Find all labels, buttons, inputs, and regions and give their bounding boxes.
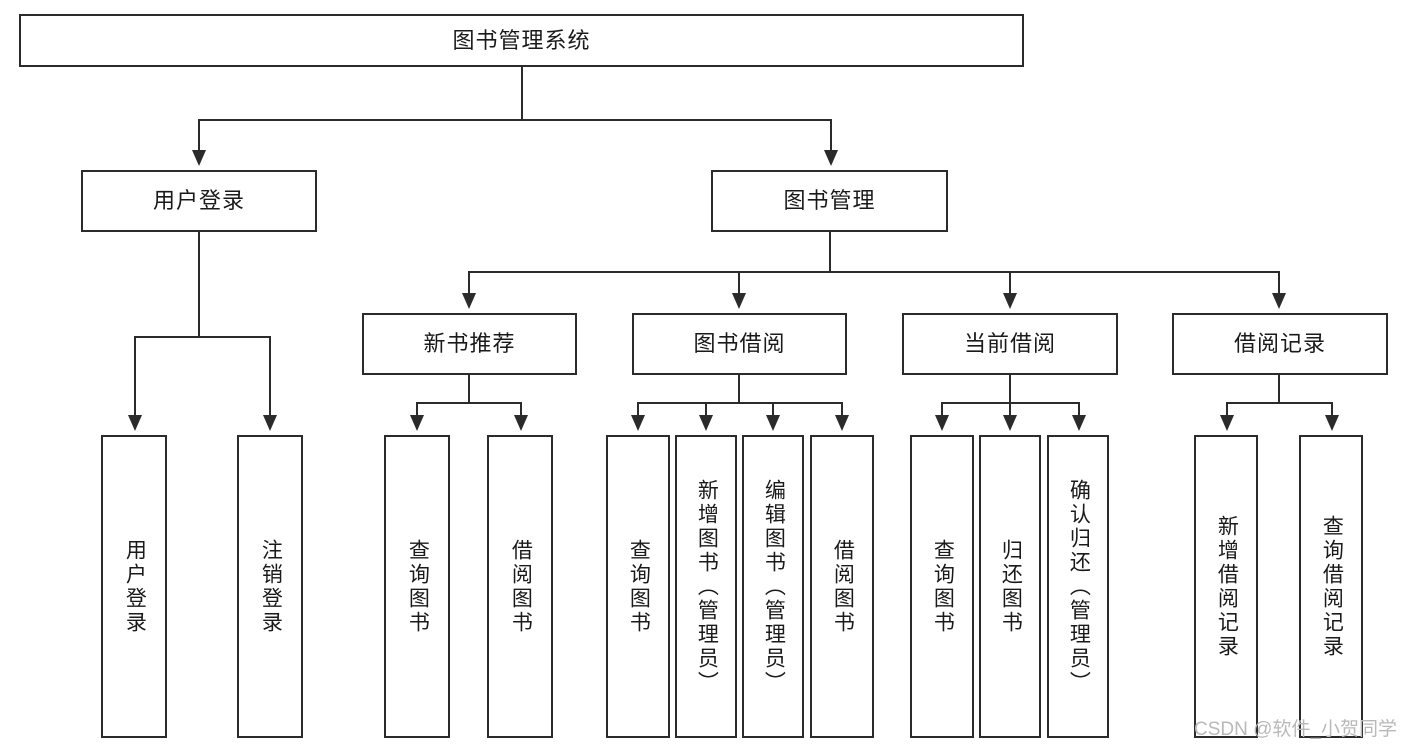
connector-to-borrow-record bbox=[1278, 271, 1280, 293]
node-label: 借阅记录 bbox=[1233, 331, 1326, 357]
connector-book-borrow-child-4 bbox=[841, 402, 843, 415]
leaf-label: 查询图书 bbox=[627, 538, 651, 635]
arrowhead-leaf-user-login bbox=[128, 415, 142, 431]
arrowhead-leaf-add-record bbox=[1220, 415, 1234, 431]
leaf-label: 编辑图书（管理员） bbox=[762, 478, 786, 695]
leaf-query-book-current[interactable]: 查询图书 bbox=[910, 435, 974, 738]
node-book-borrow[interactable]: 图书借阅 bbox=[632, 313, 847, 375]
leaf-label: 确认归还（管理员） bbox=[1067, 478, 1091, 695]
connector-borrow-record-child-1 bbox=[1226, 402, 1228, 415]
leaf-label: 用户登录 bbox=[123, 538, 147, 635]
arrowhead-book-borrow bbox=[732, 293, 746, 309]
arrowhead-leaf-edit-book bbox=[766, 415, 780, 431]
arrowhead-leaf-query-book-3 bbox=[935, 415, 949, 431]
connector-new-book-stem bbox=[468, 375, 470, 402]
leaf-user-login[interactable]: 用户登录 bbox=[101, 435, 167, 738]
node-label: 图书借阅 bbox=[693, 331, 786, 357]
connector-book-borrow-stem bbox=[738, 375, 740, 402]
leaf-query-book-recommend[interactable]: 查询图书 bbox=[384, 435, 450, 738]
node-book-management[interactable]: 图书管理 bbox=[711, 170, 948, 232]
arrowhead-leaf-logout bbox=[263, 415, 277, 431]
arrowhead-book-manage bbox=[824, 150, 838, 166]
arrowhead-leaf-add-book bbox=[699, 415, 713, 431]
csdn-watermark: CSDN @软件_小贺同学 bbox=[1194, 719, 1397, 740]
leaf-label: 查询图书 bbox=[931, 538, 955, 635]
connector-borrow-record-child-2 bbox=[1331, 402, 1333, 415]
connector-user-login-bus bbox=[134, 336, 271, 338]
node-borrow-record[interactable]: 借阅记录 bbox=[1172, 313, 1388, 375]
leaf-query-borrow-record[interactable]: 查询借阅记录 bbox=[1299, 435, 1363, 738]
leaf-label: 归还图书 bbox=[999, 538, 1023, 635]
node-new-book-recommend[interactable]: 新书推荐 bbox=[362, 313, 577, 375]
leaf-borrow-book[interactable]: 借阅图书 bbox=[810, 435, 874, 738]
connector-to-new-book bbox=[468, 271, 470, 293]
leaf-label: 查询图书 bbox=[406, 538, 430, 635]
connector-root-bus bbox=[198, 119, 832, 121]
arrowhead-borrow-record bbox=[1272, 293, 1286, 309]
node-label: 图书管理系统 bbox=[452, 27, 591, 53]
connector-new-book-bus bbox=[416, 402, 522, 404]
node-root-system[interactable]: 图书管理系统 bbox=[19, 14, 1024, 67]
arrowhead-leaf-query-book-1 bbox=[410, 415, 424, 431]
leaf-confirm-return-admin[interactable]: 确认归还（管理员） bbox=[1047, 435, 1109, 738]
arrowhead-leaf-return-book bbox=[1003, 415, 1017, 431]
leaf-return-book[interactable]: 归还图书 bbox=[979, 435, 1041, 738]
leaf-label: 新增图书（管理员） bbox=[695, 478, 719, 695]
arrowhead-new-book-recommend bbox=[462, 293, 476, 309]
leaf-label: 借阅图书 bbox=[509, 538, 533, 635]
arrowhead-leaf-borrow-book-2 bbox=[835, 415, 849, 431]
connector-current-borrow-child-3 bbox=[1078, 402, 1080, 415]
connector-root-stem bbox=[521, 67, 523, 119]
node-label: 用户登录 bbox=[152, 188, 245, 214]
arrowhead-user-login bbox=[192, 150, 206, 166]
connector-current-borrow-stem bbox=[1009, 375, 1011, 402]
connector-book-borrow-child-1 bbox=[637, 402, 639, 415]
connector-borrow-record-bus bbox=[1226, 402, 1333, 404]
node-label: 新书推荐 bbox=[423, 331, 516, 357]
node-label: 图书管理 bbox=[783, 188, 876, 214]
connector-to-current-borrow bbox=[1009, 271, 1011, 293]
connector-book-borrow-child-2 bbox=[705, 402, 707, 415]
leaf-label: 注销登录 bbox=[259, 538, 283, 635]
connector-current-borrow-child-1 bbox=[941, 402, 943, 415]
connector-to-book-borrow bbox=[738, 271, 740, 293]
leaf-logout[interactable]: 注销登录 bbox=[237, 435, 303, 738]
connector-user-login-stem bbox=[198, 232, 200, 336]
node-label: 当前借阅 bbox=[963, 331, 1056, 357]
connector-book-borrow-bus bbox=[637, 402, 843, 404]
connector-borrow-record-stem bbox=[1278, 375, 1280, 402]
connector-new-book-child-2 bbox=[520, 402, 522, 415]
connector-new-book-child-1 bbox=[416, 402, 418, 415]
leaf-borrow-book-recommend[interactable]: 借阅图书 bbox=[487, 435, 553, 738]
leaf-query-book-borrow[interactable]: 查询图书 bbox=[606, 435, 670, 738]
leaf-label: 借阅图书 bbox=[831, 538, 855, 635]
node-user-login[interactable]: 用户登录 bbox=[81, 170, 317, 232]
arrowhead-leaf-query-record bbox=[1325, 415, 1339, 431]
leaf-add-book-admin[interactable]: 新增图书（管理员） bbox=[675, 435, 737, 738]
leaf-edit-book-admin[interactable]: 编辑图书（管理员） bbox=[742, 435, 804, 738]
arrowhead-current-borrow bbox=[1003, 293, 1017, 309]
node-current-borrow[interactable]: 当前借阅 bbox=[902, 313, 1118, 375]
leaf-label: 查询借阅记录 bbox=[1320, 514, 1344, 659]
connector-book-manage-stem bbox=[829, 232, 831, 271]
arrowhead-leaf-confirm-return bbox=[1072, 415, 1086, 431]
arrowhead-leaf-query-book-2 bbox=[631, 415, 645, 431]
connector-user-login-child-1 bbox=[134, 336, 136, 415]
connector-book-borrow-child-3 bbox=[772, 402, 774, 415]
connector-root-to-user-login bbox=[198, 119, 200, 150]
leaf-add-borrow-record[interactable]: 新增借阅记录 bbox=[1194, 435, 1258, 738]
connector-book-manage-bus bbox=[468, 271, 1280, 273]
arrowhead-leaf-borrow-book-1 bbox=[514, 415, 528, 431]
connector-root-to-book-manage bbox=[830, 119, 832, 150]
connector-current-borrow-child-2 bbox=[1009, 402, 1011, 415]
leaf-label: 新增借阅记录 bbox=[1215, 514, 1239, 659]
connector-user-login-child-2 bbox=[269, 336, 271, 415]
